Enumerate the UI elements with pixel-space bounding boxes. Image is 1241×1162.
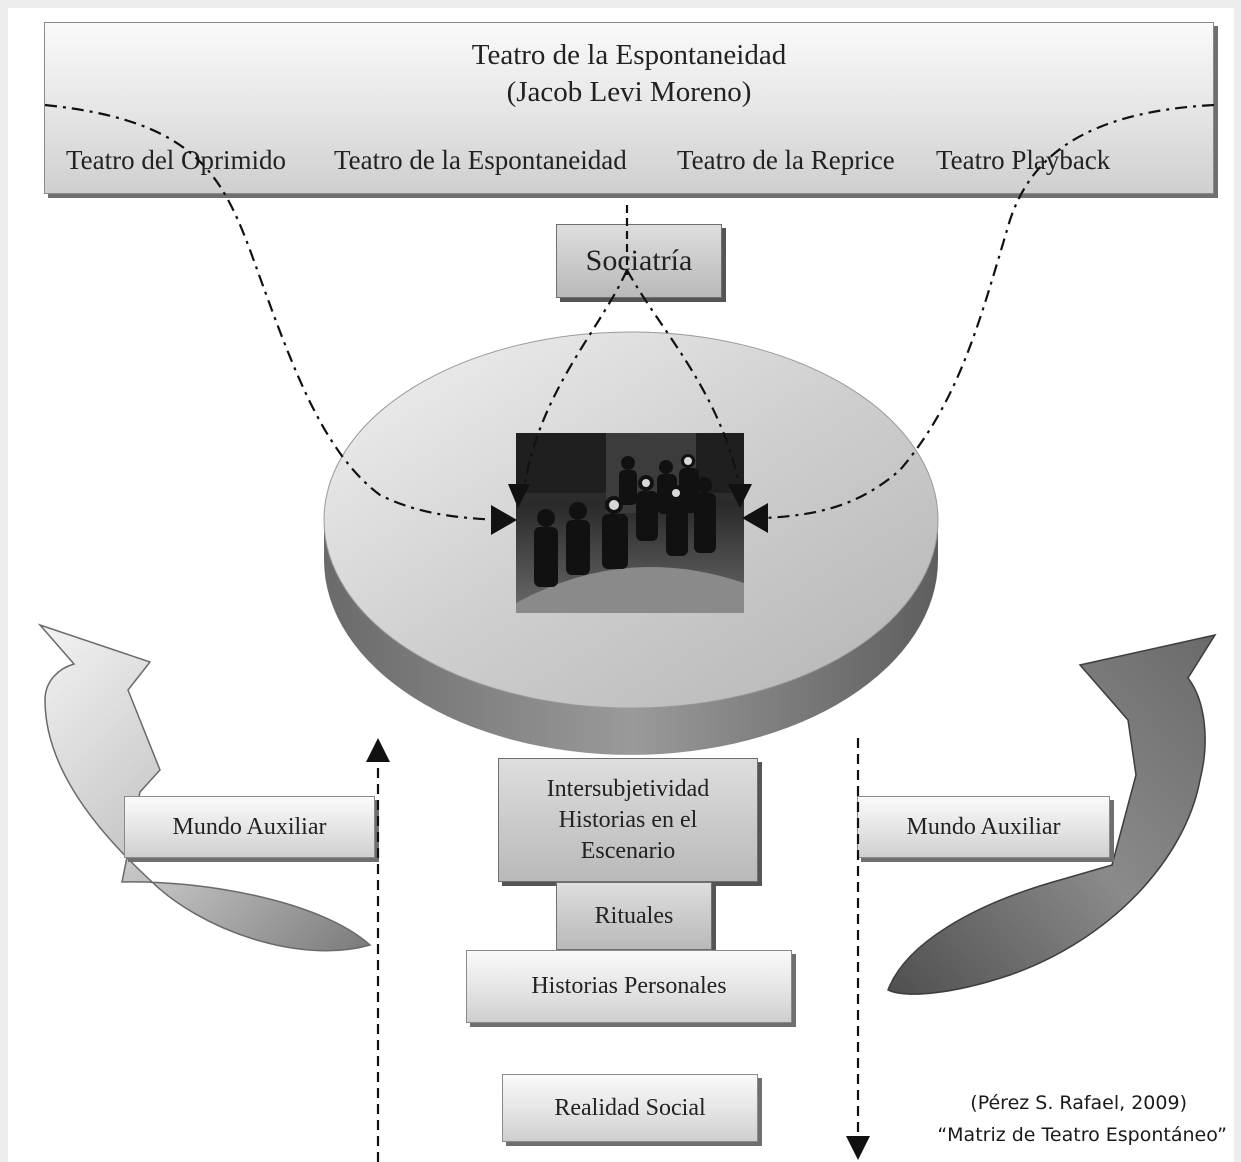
left-mundo-auxiliar-box: Mundo Auxiliar [124,796,375,858]
left-curved-arrow [37,623,372,952]
stage-photo [516,433,744,613]
sociatria-box: Sociatría [556,224,722,298]
rituales-box: Rituales [556,882,712,950]
historias-personales-box: Historias Personales [466,950,792,1023]
historias-personales-label: Historias Personales [531,973,727,999]
rituales-label: Rituales [594,902,674,929]
intersubjetividad-box: Intersubjetividad Historias en el Escena… [498,758,758,882]
sociatria-label: Sociatría [585,244,693,277]
realidad-social-label: Realidad Social [554,1094,706,1121]
credit-line1: (Pérez S. Rafael, 2009) [970,1092,1187,1114]
branch-teatro-playback: Teatro Playback [936,145,1111,175]
intersubjetividad-line1: Intersubjetividad [546,775,710,802]
root-title: Teatro de la Espontaneidad (Jacob Levi M… [45,37,1213,111]
intersubjetividad-line3: Escenario [580,837,676,864]
credit-line2: “Matriz de Teatro Espontáneo” [937,1124,1227,1146]
intersubjetividad-line2: Historias en el [558,806,698,833]
branch-teatro-de-la-espontaneidad: Teatro de la Espontaneidad [334,145,627,175]
branch-teatro-del-oprimido: Teatro del Oprimido [66,145,287,175]
right-curved-arrow [887,633,1217,995]
root-title-line2: (Jacob Levi Moreno) [506,76,752,108]
root-title-line1: Teatro de la Espontaneidad [471,39,787,71]
realidad-social-box: Realidad Social [502,1074,758,1142]
right-mundo-auxiliar-box: Mundo Auxiliar [857,796,1110,858]
right-mundo-auxiliar-label: Mundo Auxiliar [906,813,1061,840]
left-mundo-auxiliar-label: Mundo Auxiliar [172,813,327,840]
branch-teatro-de-la-reprice: Teatro de la Reprice [677,145,895,175]
stage-photo-figures [516,433,744,613]
